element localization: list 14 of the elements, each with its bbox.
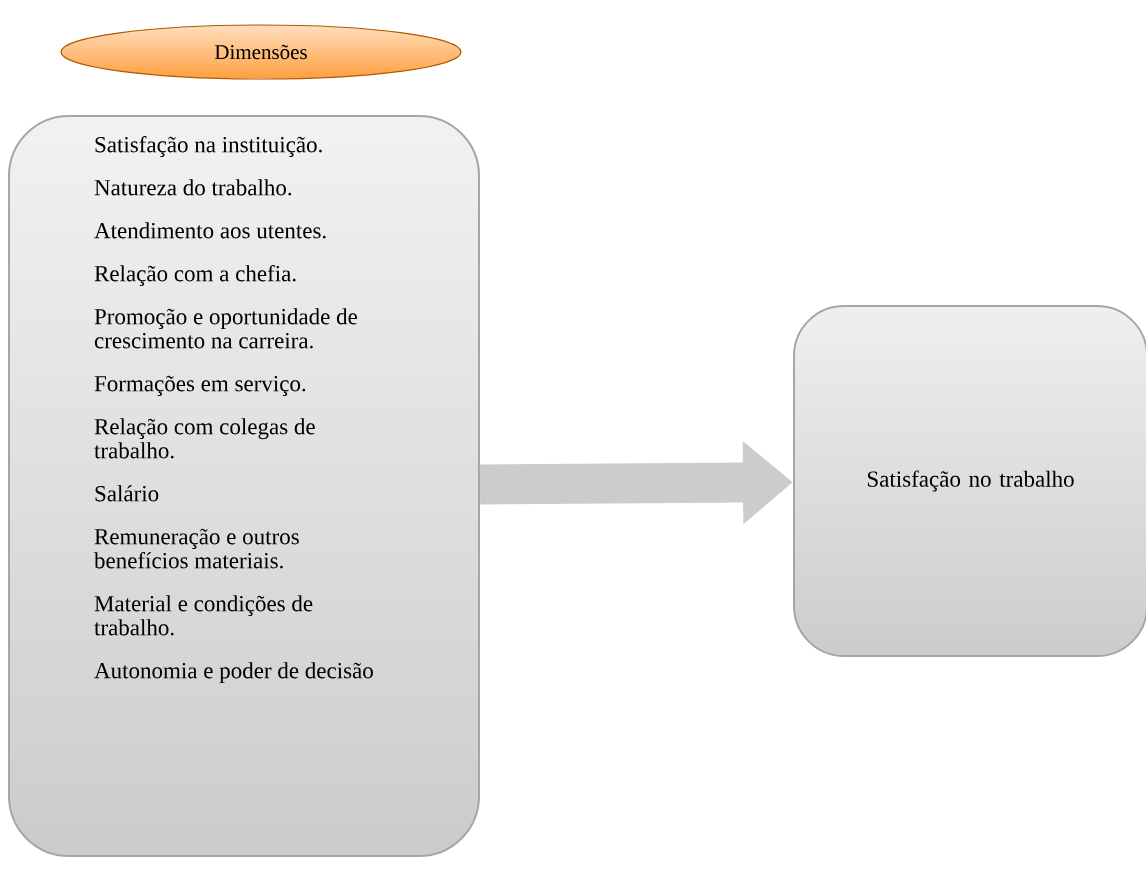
list-item: Formações em serviço. [94,375,306,397]
list-item: Promoção e oportunidade de crescimento na carreira. [94,308,357,349]
rounded-panel [8,115,480,857]
rounded-box: Satisfação no trabalho [793,305,1146,657]
oval-header: Dimensões [60,24,462,80]
list-item: Autonomia e poder de decisão [94,662,373,684]
list-item: Relação com colegas de trabalho. [94,418,315,459]
list-item: Natureza do trabalho. [94,179,292,196]
list-item: Material e condições de trabalho. [94,595,313,636]
list-item: Satisfação na instituição. [95,136,322,158]
list-item: Remuneração e outros benefícios materiais. [94,528,299,569]
list-item: Salário [95,485,159,502]
list-item: Relação com a chefia. [94,265,296,287]
list-item: Atendimento aos utentes. [94,222,326,239]
